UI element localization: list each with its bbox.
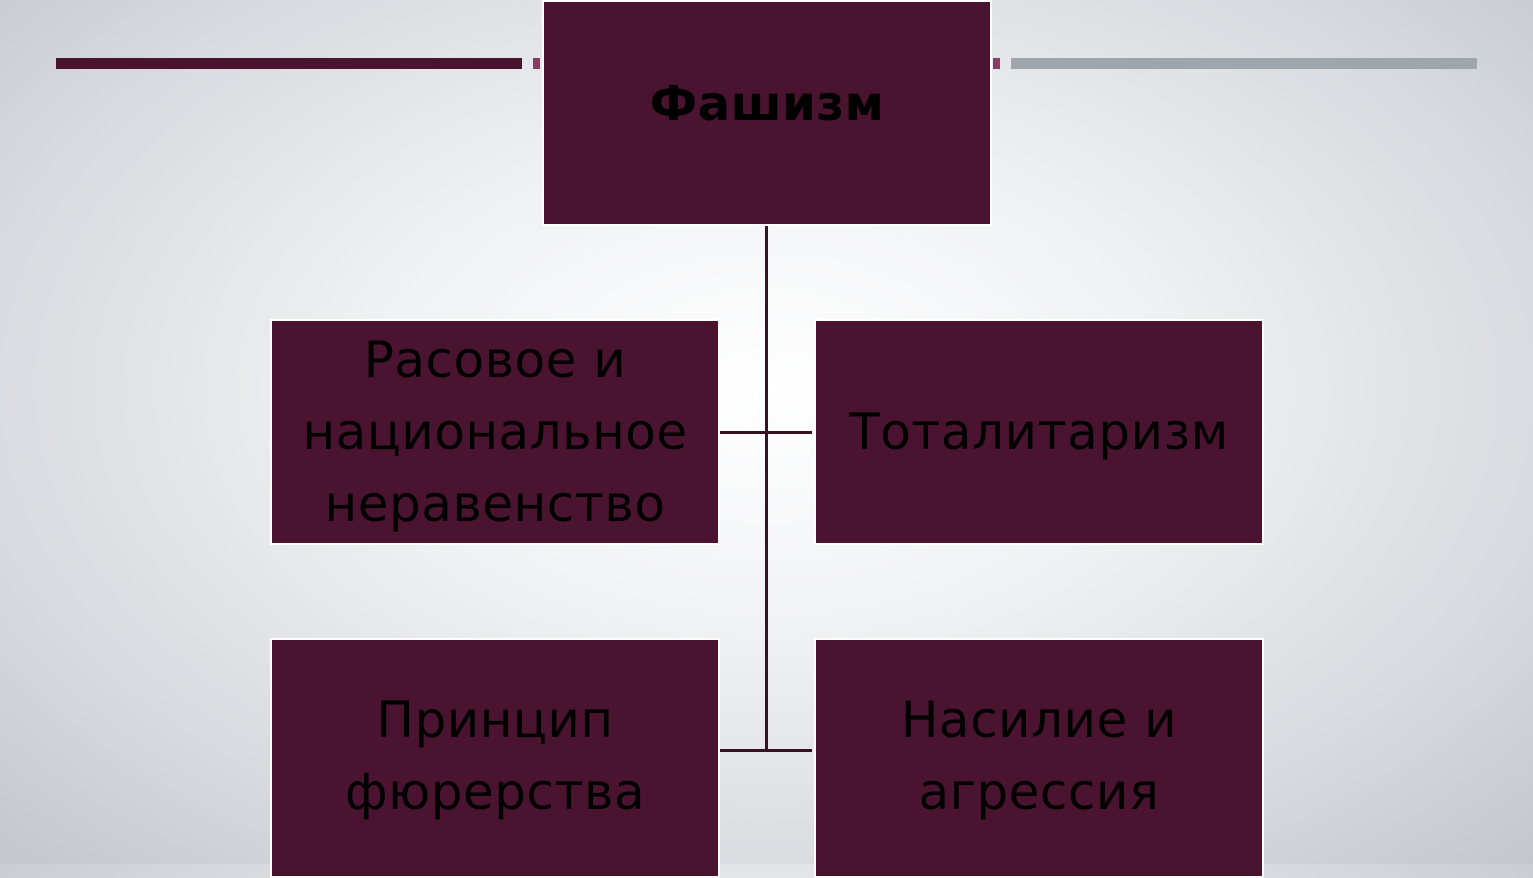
- decor-line-left: [56, 58, 522, 69]
- decor-line-right: [1011, 58, 1477, 69]
- node-box-totalitarianism: Тоталитаризм: [814, 319, 1264, 545]
- node-label-violence-aggression: Насилие и агрессия: [900, 691, 1178, 821]
- decor-dot-right: [993, 58, 1000, 69]
- root-label: Фашизм: [649, 76, 885, 132]
- node-box-fuhrer-principle: Принцип фюрерства: [270, 638, 720, 878]
- node-box-violence-aggression: Насилие и агрессия: [814, 638, 1264, 878]
- connector-horizontal-top: [720, 431, 812, 434]
- node-label-fuhrer-principle: Принцип фюрерства: [344, 691, 646, 821]
- connector-vertical: [765, 226, 768, 752]
- connector-horizontal-bottom: [720, 749, 812, 752]
- node-box-racial-inequality: Расовое и национальное неравенство: [270, 319, 720, 545]
- node-label-racial-inequality: Расовое и национальное неравенство: [302, 331, 688, 533]
- decor-dot-left: [533, 58, 540, 69]
- node-label-totalitarianism: Тоталитаризм: [849, 403, 1229, 461]
- root-box: Фашизм: [542, 0, 992, 226]
